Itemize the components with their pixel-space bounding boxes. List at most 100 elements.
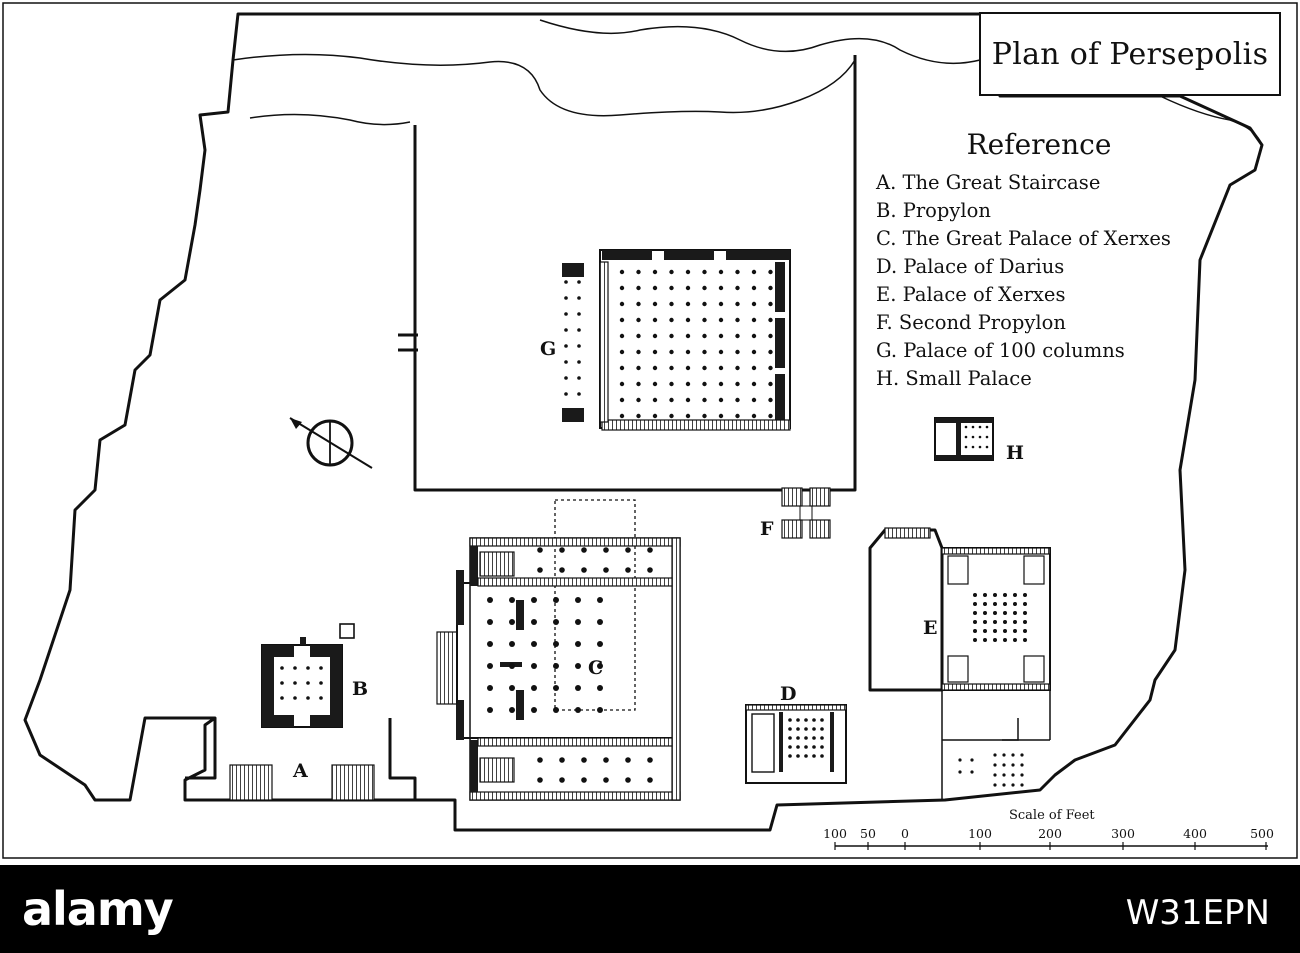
column-marker: [985, 445, 989, 449]
column-marker: [978, 425, 982, 429]
column-marker: [652, 397, 658, 403]
column-marker: [577, 328, 581, 332]
column-marker: [958, 758, 962, 762]
column-marker: [669, 301, 674, 307]
column-marker: [487, 707, 493, 713]
scale-tick-label: 50: [860, 826, 876, 841]
column-marker: [619, 333, 625, 339]
column-marker: [531, 597, 537, 603]
column-marker: [751, 365, 757, 371]
column-marker: [702, 269, 707, 275]
rock-edge-2: [249, 113, 411, 126]
column-marker: [636, 301, 641, 307]
column-marker: [788, 718, 792, 722]
column-marker: [1023, 593, 1027, 597]
column-marker: [1020, 763, 1024, 767]
column-marker: [685, 301, 691, 307]
column-marker: [796, 718, 800, 722]
column-marker: [983, 629, 987, 633]
column-marker: [625, 547, 631, 553]
column-marker: [718, 397, 724, 403]
column-marker: [293, 696, 297, 700]
column-marker: [718, 301, 724, 307]
column-marker: [575, 597, 581, 603]
column-marker: [537, 757, 543, 763]
column-marker: [1013, 629, 1017, 633]
column-marker: [280, 666, 284, 670]
column-marker: [647, 567, 653, 573]
column-marker: [636, 333, 641, 339]
column-marker: [993, 620, 997, 624]
column-marker: [718, 317, 724, 323]
terrace-outline: [23, 12, 1264, 832]
column-marker: [597, 707, 603, 713]
column-marker: [1003, 629, 1007, 633]
reference-item-f: F. Second Propylon: [876, 311, 1066, 334]
column-marker: [812, 736, 816, 740]
column-marker: [751, 317, 757, 323]
column-marker: [985, 425, 989, 429]
column-marker: [509, 641, 515, 647]
column-marker: [1020, 753, 1024, 757]
column-marker: [702, 317, 707, 323]
column-marker: [983, 620, 987, 624]
column-marker: [509, 619, 515, 625]
column-marker: [768, 397, 773, 403]
staircase-a: [185, 718, 417, 801]
column-marker: [812, 718, 816, 722]
column-marker: [619, 301, 625, 307]
column-marker: [685, 269, 691, 275]
column-marker: [487, 641, 493, 647]
column-marker: [669, 349, 674, 355]
scale-tick-label: 100: [968, 826, 992, 841]
column-marker: [577, 344, 581, 348]
column-marker: [577, 392, 581, 396]
column-marker: [702, 397, 707, 403]
column-marker: [983, 593, 987, 597]
g-enclosure: [413, 55, 857, 492]
map-label-b: B: [352, 678, 369, 700]
reference-item-g: G. Palace of 100 columns: [876, 339, 1125, 362]
column-marker: [647, 547, 653, 553]
column-marker: [553, 619, 559, 625]
propylon-f: [781, 487, 831, 539]
column-marker: [1002, 763, 1006, 767]
column-marker: [796, 736, 800, 740]
column-marker: [575, 663, 581, 669]
column-marker: [647, 777, 653, 783]
column-marker: [581, 777, 587, 783]
column-marker: [685, 413, 691, 419]
column-marker: [652, 269, 658, 275]
column-marker: [751, 301, 757, 307]
column-marker: [636, 397, 641, 403]
column-marker: [652, 349, 658, 355]
column-marker: [718, 285, 724, 291]
column-marker: [652, 333, 658, 339]
column-marker: [751, 349, 757, 355]
column-marker: [1003, 620, 1007, 624]
column-marker: [625, 777, 631, 783]
column-marker: [1023, 611, 1027, 615]
column-marker: [702, 365, 707, 371]
column-marker: [603, 777, 609, 783]
column-marker: [652, 285, 658, 291]
map-frame: [2, 2, 1298, 859]
column-marker: [1002, 753, 1006, 757]
column-marker: [652, 365, 658, 371]
column-marker: [293, 666, 297, 670]
column-marker: [983, 611, 987, 615]
column-marker: [788, 736, 792, 740]
column-marker: [1020, 773, 1024, 777]
column-marker: [964, 445, 968, 449]
column-marker: [564, 376, 568, 380]
column-marker: [735, 397, 740, 403]
column-marker: [603, 547, 609, 553]
column-marker: [553, 685, 559, 691]
column-marker: [958, 770, 962, 774]
column-marker: [652, 317, 658, 323]
rock-edge-4: [1159, 95, 1263, 146]
scale-tick-label: 100: [823, 826, 847, 841]
column-marker: [559, 757, 565, 763]
column-marker: [735, 269, 740, 275]
column-marker: [718, 413, 724, 419]
